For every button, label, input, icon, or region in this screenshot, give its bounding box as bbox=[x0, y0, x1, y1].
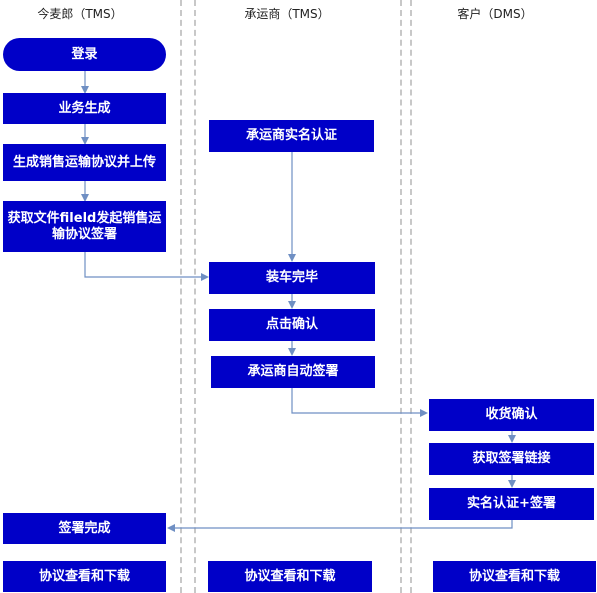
lane-divider-1b bbox=[194, 0, 196, 593]
lane-title-customer: 客户（DMS） bbox=[457, 7, 533, 21]
node-receipt-confirm: 收货确认 bbox=[429, 399, 594, 431]
node-login: 登录 bbox=[3, 38, 166, 71]
node-verify-and-sign: 实名认证+签署 bbox=[429, 488, 594, 520]
lane-divider-2a bbox=[400, 0, 402, 593]
node-generate-contract: 生成销售运输协议并上传 bbox=[3, 144, 166, 181]
lane-title-jinmailang: 今麦郎（TMS） bbox=[37, 7, 123, 21]
lane-title-carrier: 承运商（TMS） bbox=[244, 7, 330, 21]
lane-divider-2b bbox=[410, 0, 412, 593]
node-loading-complete: 装车完毕 bbox=[209, 262, 375, 294]
node-carrier-verification: 承运商实名认证 bbox=[209, 120, 374, 152]
node-view-download-3: 协议查看和下载 bbox=[433, 561, 596, 592]
arrow-autosign-to-receipt bbox=[291, 388, 428, 417]
lane-divider-1a bbox=[180, 0, 182, 593]
node-carrier-auto-sign: 承运商自动签署 bbox=[211, 356, 375, 388]
node-start-signing: 获取文件fileld发起销售运输协议签署 bbox=[3, 201, 166, 252]
node-view-download-1: 协议查看和下载 bbox=[3, 561, 166, 592]
arrow-signstart-to-loaddone bbox=[84, 252, 209, 281]
node-get-sign-link: 获取签署链接 bbox=[429, 443, 594, 475]
node-sign-complete: 签署完成 bbox=[3, 513, 166, 544]
node-view-download-2: 协议查看和下载 bbox=[208, 561, 372, 592]
node-business-generation: 业务生成 bbox=[3, 93, 166, 124]
arrow-verifysign-to-complete bbox=[167, 520, 513, 532]
node-click-confirm: 点击确认 bbox=[209, 309, 375, 341]
